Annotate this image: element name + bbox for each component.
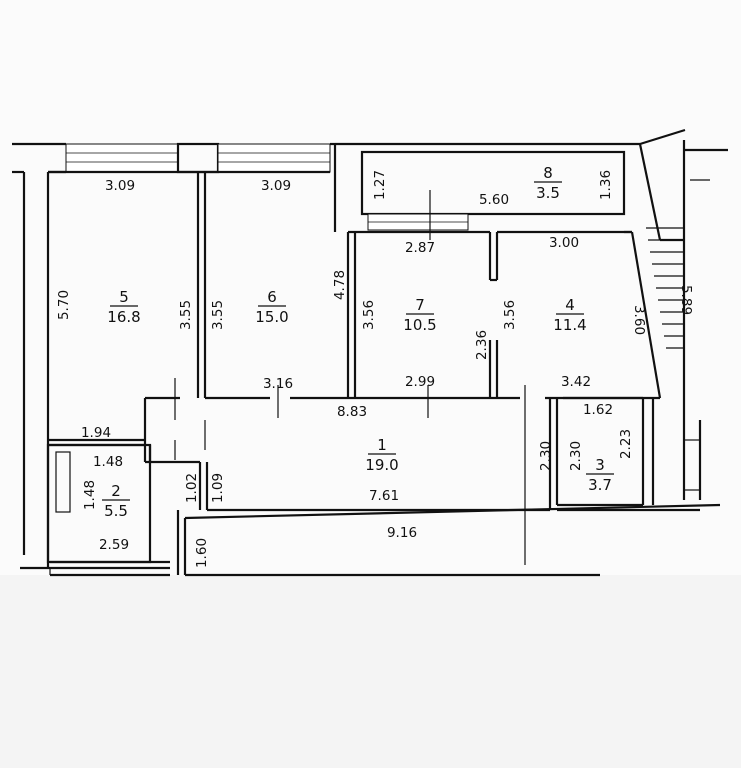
room-label-7: 710.5	[403, 296, 436, 334]
dimension-corridor-width: 9.16	[387, 525, 417, 541]
room-label-6: 615.0	[255, 288, 288, 326]
room-area: 3.7	[588, 476, 612, 494]
room-number: 4	[565, 296, 575, 314]
dimension-r7-right: 2.36	[474, 330, 490, 360]
dimension-corridor-left: 1.60	[194, 538, 210, 568]
room-area: 15.0	[255, 308, 288, 326]
dimension-r4-bottom: 3.42	[561, 374, 591, 390]
dimension-r5-top: 3.09	[105, 178, 135, 194]
room-area: 11.4	[553, 316, 586, 334]
dimension-r2-bottom: 2.59	[99, 537, 129, 553]
room-number: 1	[377, 436, 387, 454]
cutoff-strip	[49, 569, 600, 577]
room-area: 16.8	[107, 308, 140, 326]
room-area: 5.5	[104, 502, 128, 520]
dimension-hall-step-left: 1.02	[184, 473, 200, 503]
dimension-hall-top: 8.83	[337, 404, 367, 420]
dimension-lines	[174, 190, 526, 565]
room-label-2: 25.5	[102, 482, 130, 520]
room-number: 8	[543, 164, 553, 182]
dimension-r7-left: 3.56	[361, 300, 377, 330]
dimension-r8-left: 1.27	[372, 170, 388, 200]
room-2-walls	[46, 443, 152, 564]
dimension-r6-bottom: 3.16	[263, 376, 293, 392]
dimension-r4-right: 3.60	[631, 305, 647, 335]
room-number: 7	[415, 296, 425, 314]
balcony-8-walls	[360, 150, 626, 231]
dimension-hall-step-right: 1.09	[210, 473, 226, 503]
dimension-r5-left: 5.70	[56, 290, 72, 320]
top-window-left	[65, 143, 179, 173]
room-label-8: 83.5	[534, 164, 562, 202]
scan-noise-lower	[0, 575, 741, 768]
dimension-r5-right: 3.55	[178, 300, 194, 330]
dimension-r8-right: 1.36	[598, 170, 614, 200]
room-number: 5	[119, 288, 129, 306]
top-window-right	[217, 143, 331, 173]
room-label-3: 33.7	[586, 456, 614, 494]
room-area: 19.0	[365, 456, 398, 474]
dimension-hall-right-b: 2.30	[568, 441, 584, 471]
dimension-r3-right: 2.23	[618, 429, 634, 459]
dimension-r3-top: 1.62	[583, 402, 613, 418]
dimension-hall-bottom: 7.61	[369, 488, 399, 504]
room-area: 3.5	[536, 184, 560, 202]
dimension-stair-dim: 5.89	[678, 285, 694, 315]
dimension-r8-width: 5.60	[479, 192, 509, 208]
room-label-5: 516.8	[107, 288, 140, 326]
dimension-r2-inner-top: 1.48	[93, 454, 123, 470]
dimension-r6-top: 3.09	[261, 178, 291, 194]
room-number: 2	[111, 482, 121, 500]
dimension-r4-left: 3.56	[502, 300, 518, 330]
room-label-4: 411.4	[553, 296, 586, 334]
dimension-r7-top: 2.87	[405, 240, 435, 256]
room-area: 10.5	[403, 316, 436, 334]
dimension-r7-bottom: 2.99	[405, 374, 435, 390]
room-number: 3	[595, 456, 605, 474]
room-number: 6	[267, 288, 277, 306]
dimension-hall-right-a: 2.30	[538, 441, 554, 471]
dimension-r6-left: 3.55	[210, 300, 226, 330]
rooms-7-4-walls	[205, 230, 662, 400]
corridor-walls	[176, 503, 721, 575]
dimension-r6-right: 4.78	[332, 270, 348, 300]
dimension-r2-top: 1.94	[81, 425, 111, 441]
dimension-r2-left: 1.48	[82, 480, 98, 510]
staircase	[638, 140, 728, 500]
room-label-1: 119.0	[365, 436, 398, 474]
dimension-r4-top: 3.00	[549, 235, 579, 251]
